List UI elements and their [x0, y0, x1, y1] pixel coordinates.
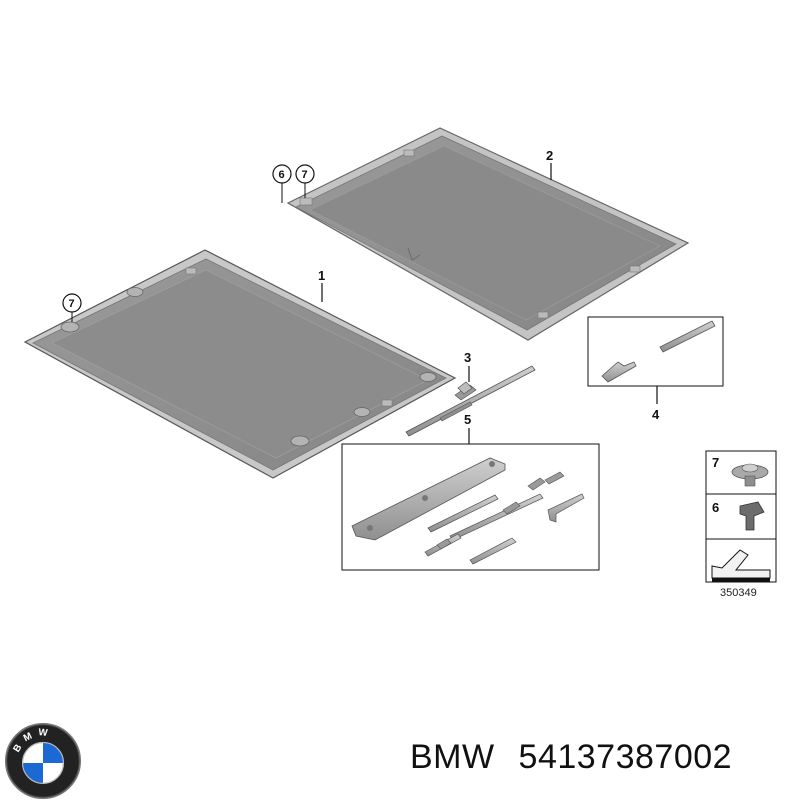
part-4-box: 4	[587, 316, 724, 422]
part-number: 54137387002	[518, 738, 733, 776]
reference-number: 350349	[720, 587, 757, 599]
callout-2-label: 2	[546, 148, 553, 163]
circle-callout-7-panel2: 7	[295, 164, 315, 198]
callout-5-label: 5	[464, 412, 471, 427]
circle-callout-6-panel2: 6	[272, 164, 292, 203]
callout-3-label: 3	[464, 350, 471, 365]
part-5-box: 5	[341, 412, 600, 571]
legend-label-7: 7	[712, 455, 719, 470]
panel-2	[286, 127, 690, 341]
svg-text:6: 6	[279, 169, 285, 181]
callout-2: 2	[546, 148, 553, 180]
legend-label-6: 6	[712, 500, 719, 515]
fastener-legend: 7 6 350349	[705, 450, 777, 599]
svg-text:7: 7	[302, 169, 308, 181]
callout-1-label: 1	[318, 268, 325, 283]
circle-callout-7-panel1: 7	[62, 293, 82, 322]
brand-name: BMW	[410, 738, 495, 776]
callout-1: 1	[318, 268, 325, 302]
panel-1	[23, 249, 457, 479]
callout-4-label: 4	[652, 407, 660, 422]
clip-6-icon	[739, 501, 765, 531]
brand-part-number-line: BMW 54137387002	[410, 738, 732, 777]
svg-text:7: 7	[69, 298, 75, 310]
part-3: 3	[405, 350, 536, 437]
bmw-logo: BMW	[4, 722, 82, 800]
